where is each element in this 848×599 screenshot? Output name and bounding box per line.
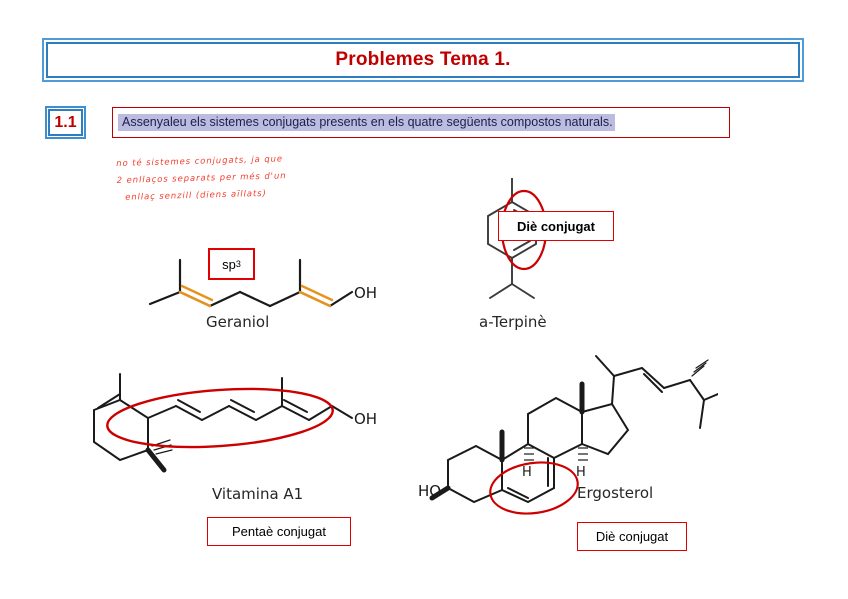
structure-vitamina-a1: OH: [86, 366, 386, 491]
compound-name-terpinene: a-Terpinè: [479, 313, 547, 331]
atom-label-h2-ergosterol: H: [576, 465, 586, 480]
problem-statement-text: Assenyaleu els sistemes conjugats presen…: [118, 114, 615, 131]
compound-name-vitamina-a1: Vitamina A1: [212, 485, 304, 503]
sp3-text: sp: [222, 256, 236, 272]
label-pentae-conjugat: Pentaè conjugat: [207, 517, 351, 546]
compound-name-geraniol: Geraniol: [206, 313, 270, 331]
structure-terpinene: [462, 177, 592, 313]
compound-name-ergosterol: Ergosterol: [577, 484, 654, 502]
label-diene-conjugat-ergosterol: Diè conjugat: [577, 522, 687, 551]
atom-label-h1-ergosterol: H: [522, 465, 532, 480]
polyene-double-bonds-vitamina: [97, 393, 308, 413]
structure-geraniol: OH: [146, 244, 386, 319]
circle-highlight-ergosterol: [489, 461, 579, 515]
problem-number-label: 1.1: [54, 113, 77, 131]
circle-highlight-vitamina: [106, 387, 334, 449]
structure-ergosterol: HO H H: [418, 336, 719, 521]
problem-number-box: 1.1: [45, 106, 86, 139]
atom-label-oh-geraniol: OH: [354, 284, 377, 302]
header-title-box: Problemes Tema 1.: [42, 38, 804, 82]
label-text: Diè conjugat: [595, 529, 669, 544]
label-text: Diè conjugat: [516, 218, 595, 234]
handwritten-annotation: no té sistemes conjugats, ja que 2 enlla…: [116, 149, 367, 207]
atom-label-ho-ergosterol: HO: [418, 482, 441, 500]
page-title: Problemes Tema 1.: [335, 49, 511, 70]
atom-label-oh-vitamina: OH: [354, 410, 377, 428]
problem-statement-box: Assenyaleu els sistemes conjugats presen…: [112, 107, 730, 138]
highlighted-double-bonds-geraniol: [178, 284, 334, 308]
sp3-superscript: 3: [235, 259, 241, 269]
label-text: Pentaè conjugat: [232, 524, 326, 539]
label-diene-conjugat-terpinene: Diè conjugat: [498, 211, 614, 241]
